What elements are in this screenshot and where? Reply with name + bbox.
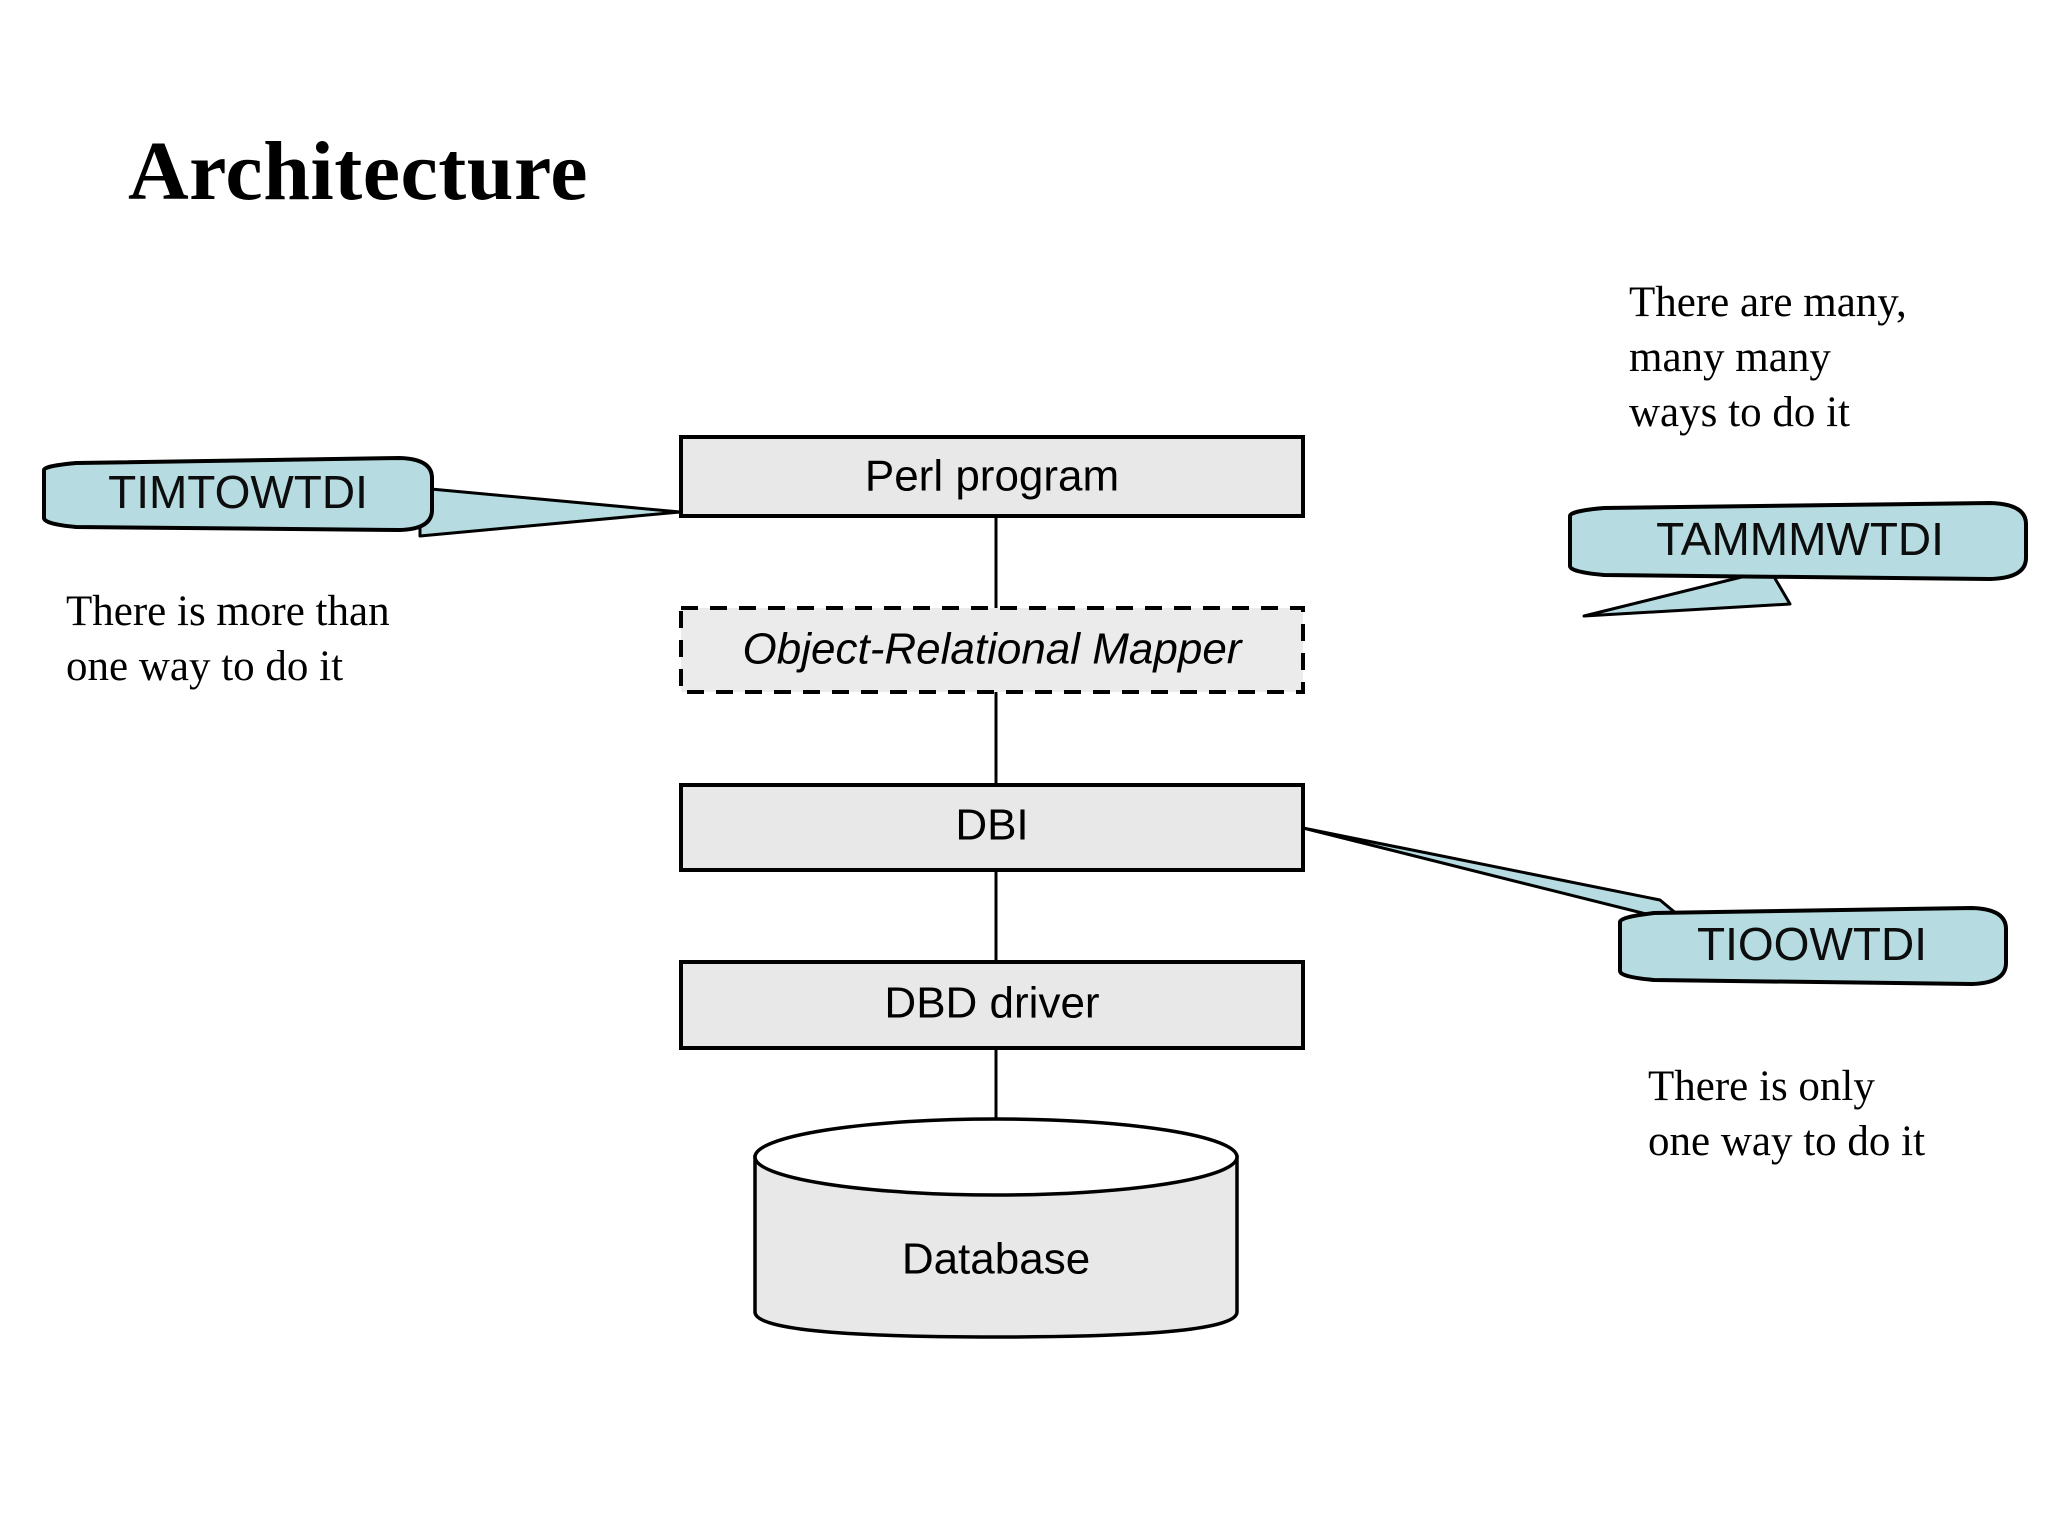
node-object-relational-mapper-label: Object-Relational Mapper — [743, 625, 1244, 674]
node-database-body — [753, 1155, 1239, 1339]
node-perl-program[interactable]: Perl program — [679, 435, 1305, 518]
callout-tammmwtdi-label: TAMMMWTDI — [1656, 513, 1944, 565]
callout-tammmwtdi[interactable]: TAMMMWTDI — [1568, 501, 2028, 618]
callout-timtowtdi-tail — [418, 486, 682, 538]
note-right-bottom: There is only one way to do it — [1648, 1063, 1926, 1166]
callout-tioowtdi-label: TIOOWTDI — [1697, 918, 1927, 970]
callout-tioowtdi-body — [1618, 906, 2008, 986]
node-database[interactable]: Database — [753, 1117, 1239, 1339]
node-perl-program-shape — [679, 435, 1305, 518]
page-title: Architecture — [128, 125, 589, 218]
callout-timtowtdi-body — [42, 456, 434, 532]
note-left: There is more than one way to do it — [66, 588, 390, 691]
node-dbd-driver-shape — [679, 960, 1305, 1050]
node-dbi-label: DBI — [955, 801, 1028, 850]
node-perl-program-label: Perl program — [865, 452, 1119, 501]
callout-timtowtdi-label: TIMTOWTDI — [108, 466, 368, 518]
node-object-relational-mapper[interactable]: Object-Relational Mapper — [679, 606, 1305, 694]
node-dbd-driver-label: DBD driver — [884, 979, 1099, 1028]
node-dbd-driver[interactable]: DBD driver — [679, 960, 1305, 1050]
node-database-label: Database — [902, 1235, 1090, 1284]
callout-tioowtdi[interactable]: TIOOWTDI — [1301, 826, 2008, 986]
node-object-relational-mapper-shape — [679, 606, 1305, 694]
note-right-top: There are many, many many ways to do it — [1629, 279, 1907, 437]
callout-tammmwtdi-body — [1568, 501, 2028, 581]
node-database-top — [753, 1117, 1239, 1197]
callout-tammmwtdi-tail — [1582, 568, 1792, 618]
node-dbi[interactable]: DBI — [679, 783, 1305, 872]
callout-timtowtdi[interactable]: TIMTOWTDI — [42, 456, 682, 538]
